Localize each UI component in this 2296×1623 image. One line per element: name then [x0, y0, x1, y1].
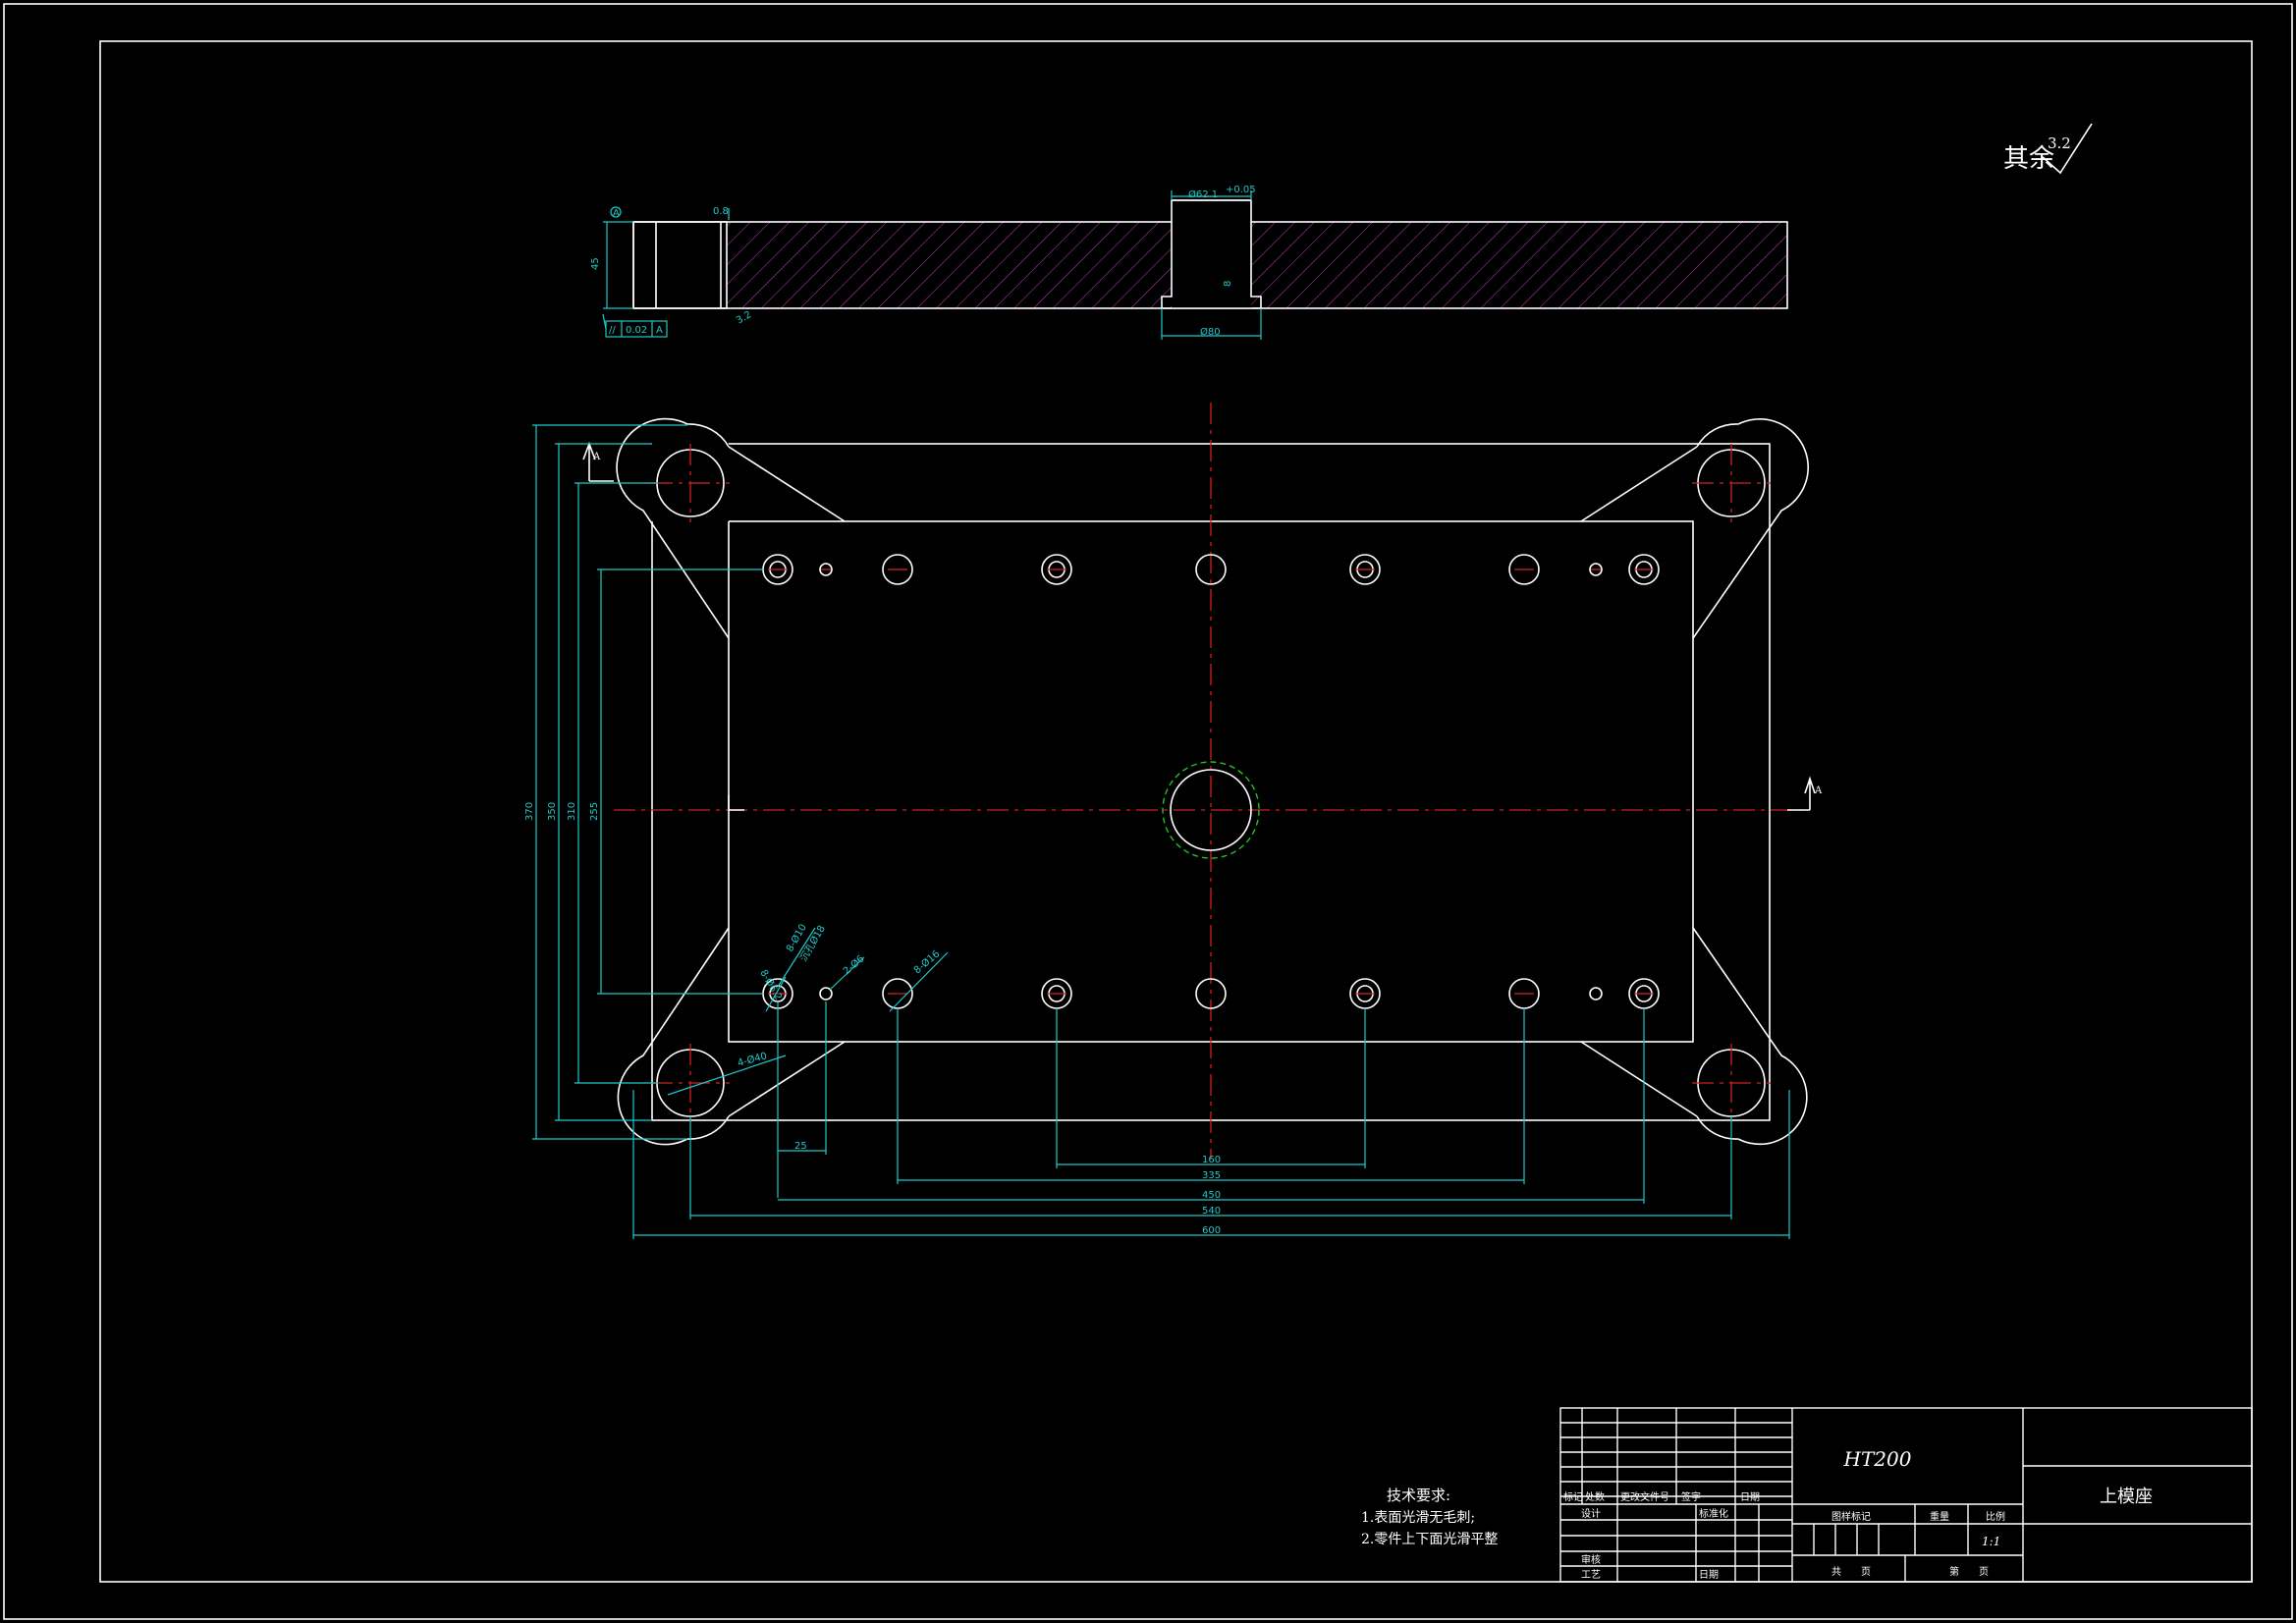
counterbore-dim: Ø80: [1200, 326, 1221, 338]
dim-310: 310: [567, 802, 577, 821]
center-bore: [1170, 769, 1252, 851]
inner-frame: [99, 40, 2253, 1583]
sheet-total-unit: 页: [1861, 1566, 1871, 1578]
hatch-left: [727, 222, 1172, 308]
sheet-index-unit: 页: [1979, 1566, 1989, 1578]
center-counterbore: [1162, 761, 1260, 859]
top-hole-row: [762, 554, 1660, 585]
section-view: 45 A // 0.02 A 0.8 3.2 Ø62.1 +0.05 Ø80 8: [590, 185, 1788, 340]
guide-hole-section: [632, 221, 728, 309]
horizontal-dims: 25 160 335 450 540 600: [632, 1001, 1790, 1239]
sheet-total-label: 共: [1831, 1566, 1841, 1578]
datum-label: A: [613, 208, 620, 219]
bore-tol: +0.05: [1226, 185, 1256, 195]
rev-doc-label: 更改文件号: [1620, 1490, 1669, 1503]
dim-350: 350: [547, 802, 558, 821]
standard-label: 标准化: [1699, 1507, 1728, 1520]
dim-25: 25: [794, 1141, 807, 1152]
counterbore-depth: 8: [1223, 281, 1233, 287]
dim-540: 540: [1202, 1206, 1221, 1217]
parallel-symbol: //: [609, 325, 616, 336]
section-mark-a-right: A: [1814, 785, 1823, 796]
tech-req-item-2: 2.零件上下面光滑平整: [1361, 1531, 1498, 1547]
dim-255: 255: [589, 802, 600, 821]
sheet-index-label: 第: [1949, 1565, 1959, 1578]
tech-req-item-1: 1.表面光滑无毛刺;: [1361, 1509, 1475, 1526]
roughness-small: 3.2: [735, 309, 753, 326]
dim-335: 335: [1202, 1170, 1221, 1181]
vertical-dims: 370 350 310 255: [524, 424, 763, 1140]
hatch-right: [1251, 222, 1787, 308]
lug-tr: [1696, 423, 1739, 448]
datum-circle-icon: [610, 206, 622, 218]
thickness-dim: 45: [590, 257, 601, 270]
plan-view: A A 370 350 310 255: [524, 403, 1823, 1239]
roughness-value: 3.2: [2048, 135, 2071, 152]
lug-br: [1696, 1115, 1739, 1140]
dim-370: 370: [524, 802, 535, 821]
material: HT200: [1843, 1447, 1912, 1471]
scale-label: 比例: [1986, 1510, 2005, 1523]
date-label: 日期: [1699, 1569, 1719, 1581]
chamfer-dim: 0.8: [713, 206, 729, 217]
tolerance-value: 0.02: [626, 325, 647, 336]
rev-count-label: 处数: [1585, 1490, 1605, 1503]
process-label: 工艺: [1581, 1569, 1601, 1581]
tech-requirements: 技术要求: 1.表面光滑无毛刺; 2.零件上下面光滑平整: [1361, 1487, 1498, 1547]
dim-600: 600: [1202, 1225, 1221, 1236]
part-name: 上模座: [2100, 1487, 2153, 1507]
roughness-note: 其余 3.2: [2003, 123, 2093, 175]
review-label: 审核: [1581, 1553, 1601, 1566]
roughness-symbol-icon: [2042, 123, 2093, 175]
bore-dim: Ø62.1: [1188, 189, 1218, 200]
weight-label: 重量: [1930, 1510, 1949, 1523]
outer-border: [3, 3, 2293, 1620]
tolerance-datum: A: [656, 325, 663, 336]
tech-req-title: 技术要求:: [1387, 1487, 1450, 1504]
section-mark-a-left: A: [592, 452, 601, 462]
lug-bl: [686, 1115, 730, 1140]
design-label: 设计: [1581, 1507, 1601, 1520]
dim-450: 450: [1202, 1190, 1221, 1201]
title-block: 标记 处数 更改文件号 签字 日期 设计 标准化 审核 工艺 日期 HT200 …: [1559, 1407, 2253, 1583]
hole-callouts: 8-Ø6.2 8-Ø10 沉孔Ø18 2-Ø6 8-Ø16 4-Ø40: [667, 922, 949, 1096]
callout-2-6: 2-Ø6: [841, 953, 866, 978]
rev-mark-label: 标记: [1563, 1491, 1583, 1503]
rev-sign-label: 签字: [1681, 1490, 1701, 1503]
rev-date-label: 日期: [1740, 1491, 1760, 1503]
scale-value: 1:1: [1982, 1535, 2000, 1548]
sample-mark-label: 图样标记: [1831, 1510, 1871, 1523]
section-mark-right: A: [1787, 776, 1823, 811]
dim-160: 160: [1202, 1155, 1221, 1165]
lug-tl: [686, 423, 730, 448]
